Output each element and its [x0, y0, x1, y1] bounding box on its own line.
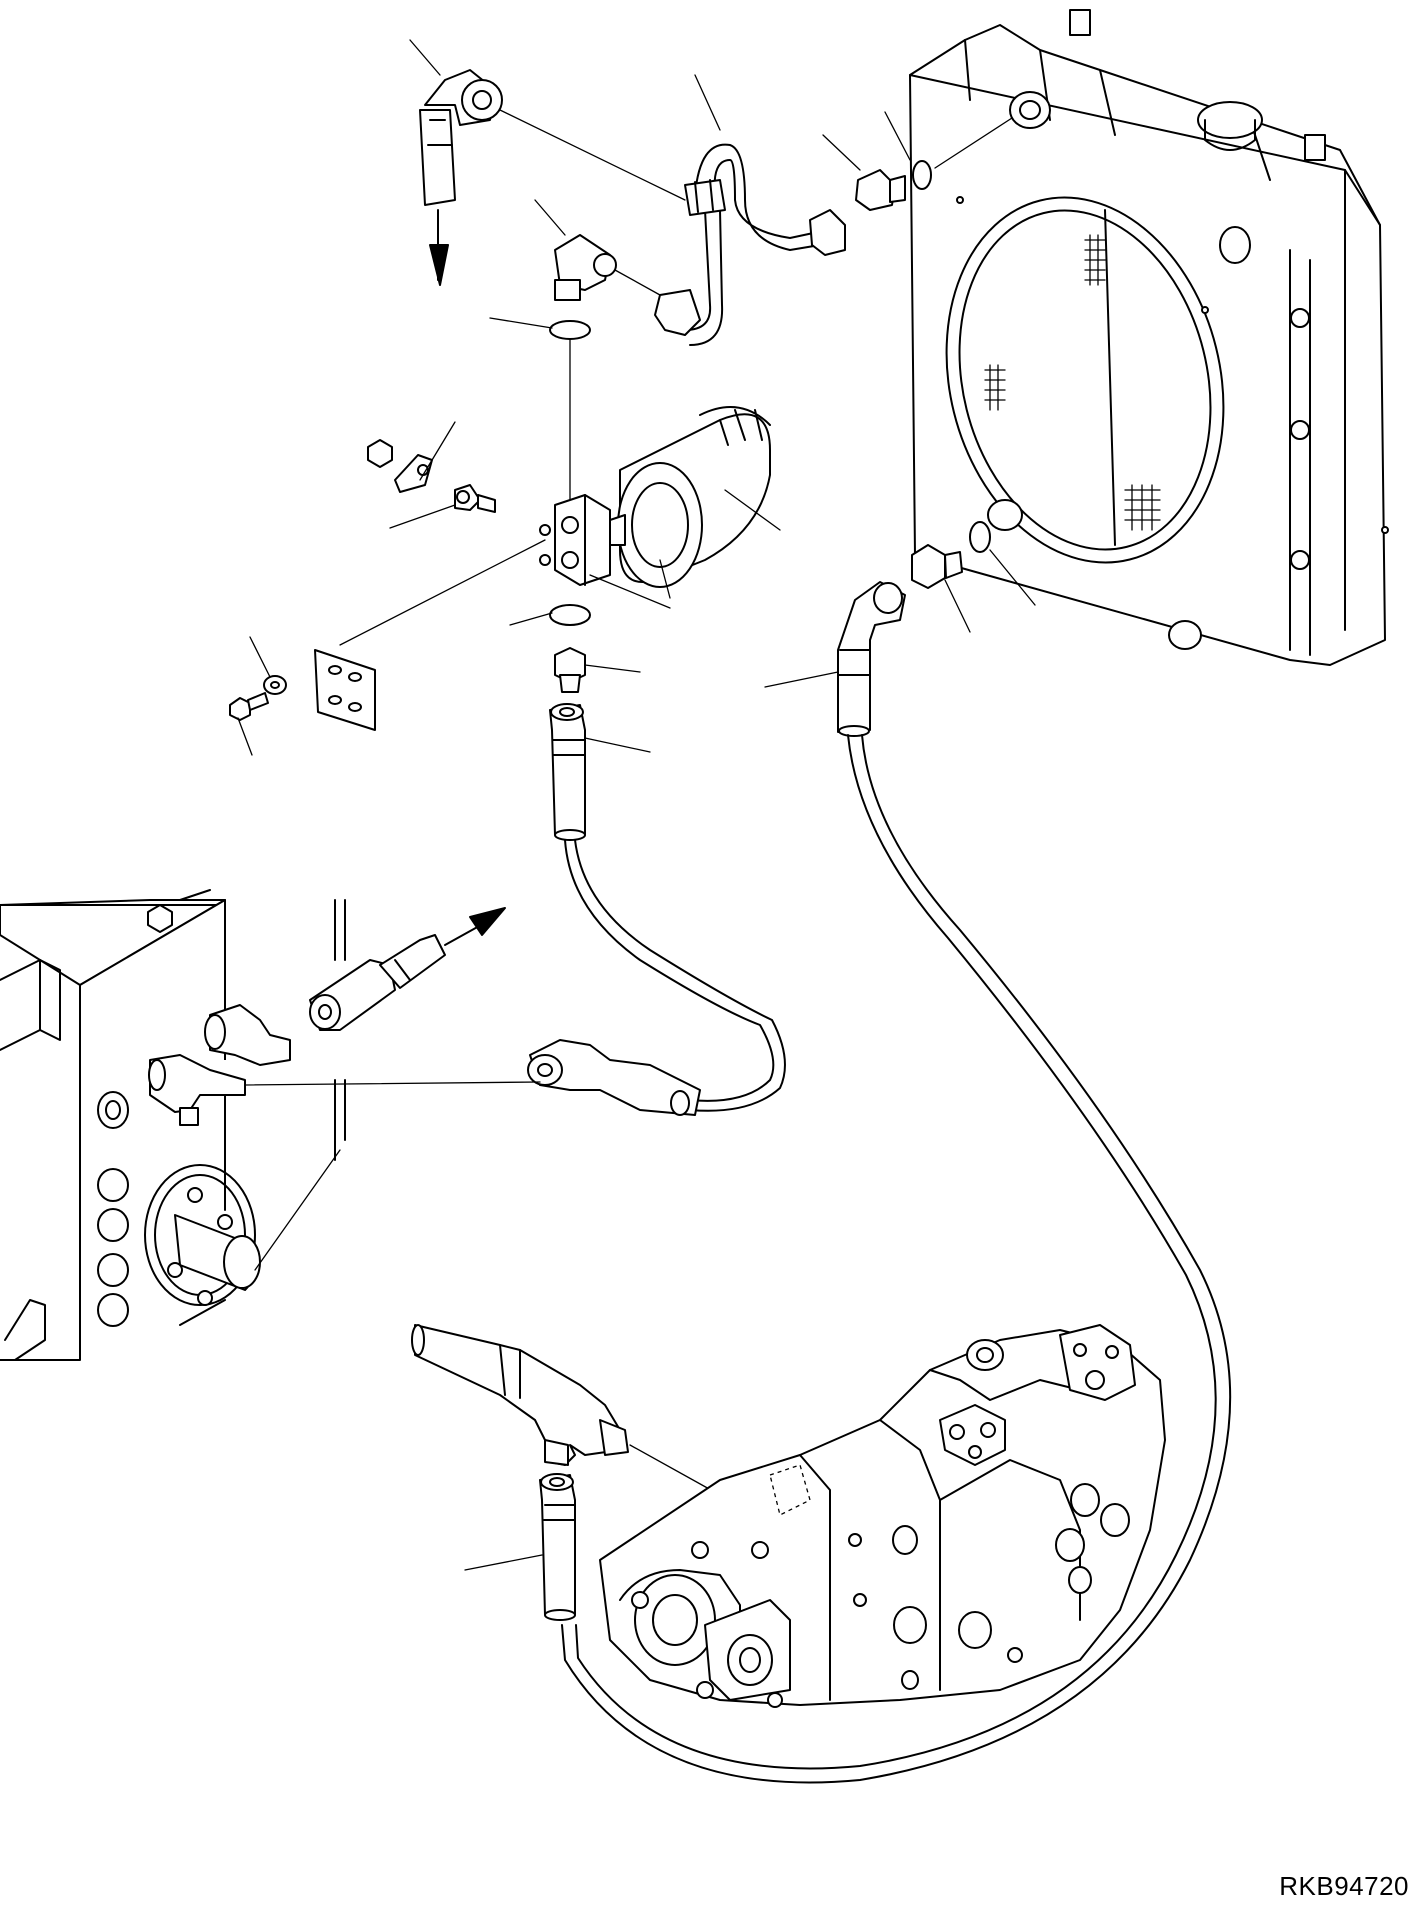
washer [264, 676, 286, 694]
hose-from-filter [550, 704, 585, 840]
pump-hose-stub [540, 1474, 575, 1620]
clip-and-nut [368, 440, 432, 492]
hydraulic-pump [600, 1325, 1165, 1707]
steel-pipe [655, 145, 845, 345]
top-elbow-hose [420, 70, 502, 205]
lower-connector [555, 648, 585, 692]
tee-fitting-hose [412, 1325, 628, 1465]
tank-tee-fitting [149, 1055, 245, 1125]
arrowhead-down [430, 245, 448, 285]
long-return-hose [562, 735, 1230, 1783]
return-hose-elbow [838, 582, 905, 736]
filter-drain-hose [565, 840, 773, 1101]
middle-elbow-hose [528, 1040, 700, 1115]
temperature-sensor [455, 485, 495, 512]
upper-elbow-fitting [555, 235, 616, 300]
oil-filter [618, 407, 770, 587]
leader-lines [238, 40, 1035, 1570]
drawing-reference-code: RKB94720 [1279, 1871, 1409, 1901]
filter-head [540, 495, 625, 585]
o-ring-lower [550, 605, 590, 625]
tank-elbow-top [205, 1005, 290, 1065]
radiator-connector-bottom [912, 545, 962, 588]
radiator-connector-top [856, 161, 931, 210]
radiator-assembly [909, 10, 1388, 665]
o-ring-bottom [970, 522, 990, 552]
o-ring-upper [550, 321, 590, 339]
mounting-bracket [315, 650, 375, 730]
hydraulic-tank [0, 890, 260, 1360]
bolt [230, 693, 268, 720]
tank-suction-hose [310, 935, 445, 1030]
